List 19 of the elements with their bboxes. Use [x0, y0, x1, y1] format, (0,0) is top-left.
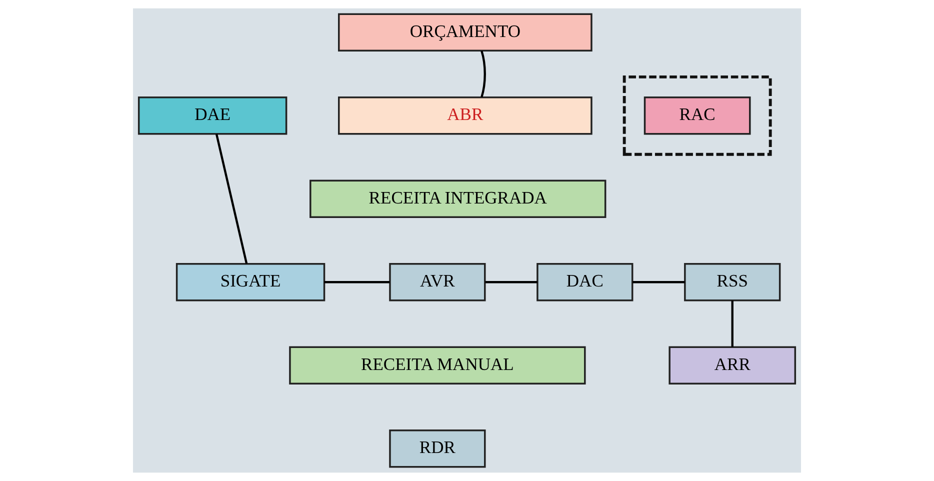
connector	[485, 281, 538, 284]
connector	[480, 50, 486, 98]
node-box: AVR	[389, 262, 486, 302]
node-box: ABR	[338, 96, 592, 135]
node-box: RECEITA MANUAL	[289, 346, 586, 384]
cluster	[622, 76, 772, 156]
node-box: RECEITA INTEGRADA	[310, 180, 606, 218]
node-box: DAC	[536, 262, 634, 302]
node-box: ORÇAMENTO	[338, 13, 592, 52]
node-box: ARR	[668, 346, 796, 384]
node-box: RAC	[644, 96, 751, 135]
node-box: SIGATE	[176, 262, 326, 302]
node-box: DAE	[138, 96, 288, 135]
connector	[731, 300, 734, 347]
connector	[215, 134, 248, 264]
node-box: RSS	[684, 262, 781, 302]
connector	[324, 281, 390, 284]
connector	[632, 281, 685, 284]
node-box: RDR	[389, 429, 486, 468]
